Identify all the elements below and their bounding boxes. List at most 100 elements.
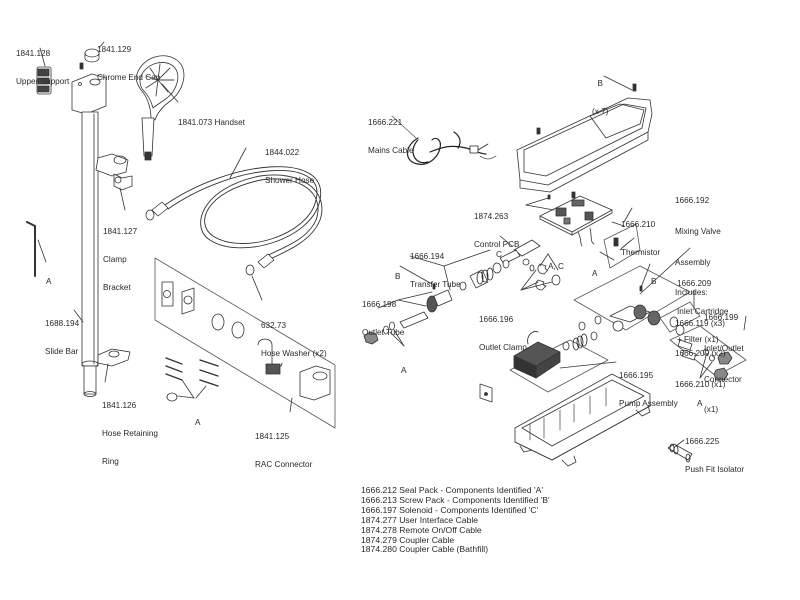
part-code: 1666.210 — [621, 219, 656, 229]
screw-b-part — [603, 75, 637, 92]
part-code: 1841.129 — [97, 44, 132, 54]
parts-legend: 1666.212 Seal Pack - Components Identifi… — [361, 485, 550, 555]
mounting-bracket-part — [479, 383, 493, 403]
part-code: 1666.195 — [619, 370, 654, 380]
part-name: Pump Assembly — [619, 399, 678, 409]
slide-bar-part — [71, 73, 107, 397]
label-inlet-outlet-connector: 1666.199 Inlet/Outlet Connector (x1) — [704, 313, 744, 415]
label-push-fit-isolator: 1666.225 Push Fit Isolator — [685, 418, 744, 484]
handset-part — [135, 55, 185, 161]
label-mixing-valve: 1666.192 Mixing Valve Assembly Includes:… — [675, 196, 726, 390]
legend-item: 1874.278 Remote On/Off Cable — [361, 524, 482, 535]
part-code: 1841.127 — [103, 226, 138, 236]
part-code: 1666.199 — [704, 313, 739, 323]
part-name: Slide Bar — [45, 347, 79, 357]
part-name-2: Ring — [102, 457, 119, 467]
part-code: 1874.263 — [474, 211, 509, 221]
label-outlet-b: B — [395, 271, 401, 281]
part-name: Push Fit Isolator — [685, 465, 745, 475]
part-name: Clamp — [103, 255, 127, 265]
label-slide-bar: 1688.194 Slide Bar — [45, 300, 79, 366]
push-fit-isolator-part — [667, 439, 693, 463]
part-name: Mains Cable — [368, 146, 414, 156]
part-name-2: Bracket — [103, 283, 131, 293]
label-screws-b: B (x 7) — [592, 78, 609, 117]
part-code: 1841.128 — [16, 48, 51, 58]
part-code: 1666.196 — [479, 314, 514, 324]
upper-support-part — [36, 47, 52, 95]
shower-hose-part — [145, 147, 323, 301]
part-name: Outlet Clamp — [479, 343, 527, 353]
part-name: Inlet Cartridge — [677, 307, 729, 317]
legend-item: 1666.213 Screw Pack - Components Identif… — [361, 494, 550, 505]
part-code: 1666.225 — [685, 436, 720, 446]
label-outlet-a: A — [401, 365, 407, 375]
part-name: Control PCB — [474, 240, 520, 250]
rac-connector-part — [154, 257, 336, 429]
transfer-tube-part — [409, 249, 502, 291]
label-outlet-clamp: 1666.196 Outlet Clamp — [479, 296, 527, 362]
part-name: RAC Connector — [255, 460, 313, 470]
label-seal-a-left: A — [195, 417, 201, 427]
label-shower-hose: 1844.022 Shower Hose — [265, 129, 314, 195]
seal-ring-part — [166, 379, 207, 402]
legend-item: 1874.280 Coupler Cable (Bathfill) — [361, 544, 489, 555]
label-thermistor: 1666.210 Thermistor — [621, 201, 660, 267]
label-pcb-a: A — [592, 268, 598, 278]
part-code: 1841.126 — [102, 400, 137, 410]
part-code: 1666.209 — [677, 278, 712, 288]
part-code: 1666.198 — [362, 299, 397, 309]
label-outlet-tube: 1666.198 Outlet Tube — [362, 281, 404, 347]
clamp-bracket-part — [95, 153, 133, 211]
part-name-2: + Filter (x1) — [677, 335, 719, 345]
label-rac-connector: 1841.125 RAC Connector — [255, 413, 312, 479]
part-name: Thermistor — [621, 248, 661, 258]
mains-cable-part — [391, 115, 497, 165]
label-inlet-a: A — [697, 398, 703, 408]
part-code: 1841.125 — [255, 431, 290, 441]
part-code-name: 1841.073 Handset — [178, 117, 245, 127]
mixing-valve-part — [573, 247, 691, 332]
label-upper-support: 1841.128 Upper Support — [16, 30, 69, 96]
part-name: Shower Hose — [265, 176, 315, 186]
allen-key-part — [26, 221, 47, 277]
legend-item: 1874.277 User Interface Cable — [361, 514, 479, 525]
part-code: 1844.022 — [265, 147, 300, 157]
outlet-clamp-part — [520, 253, 561, 291]
part-code: 1666.221 — [368, 117, 403, 127]
part-name: Hose Retaining — [102, 429, 158, 439]
inlet-outlet-connector-part — [669, 315, 747, 381]
hose-retaining-ring-part — [97, 348, 131, 383]
label-solenoid-c: C — [496, 249, 502, 259]
pump-assembly-part — [509, 331, 617, 393]
label-control-pcb: 1874.263 Control PCB — [474, 193, 520, 259]
part-code: 632.73 — [261, 320, 287, 330]
label-mains-cable: 1666.221 Mains Cable — [368, 99, 414, 165]
part-code: 1666.194 — [410, 251, 445, 261]
base-housing-part — [514, 373, 651, 467]
solenoid-part — [499, 235, 541, 269]
label-hose-washer: 632.73 Hose Washer (x2) — [261, 302, 327, 368]
chrome-end-cap-part — [79, 41, 105, 70]
label-chrome-end-cap: 1841.129 Chrome End Cap — [97, 26, 160, 92]
label-inlet-cartridge: 1666.209 Inlet Cartridge + Filter (x1) — [677, 260, 728, 354]
part-name: Outlet Tube — [362, 328, 405, 338]
legend-item: 1666.197 Solenoid - Components Identifie… — [361, 504, 539, 515]
part-name: Hose Washer (x2) — [261, 349, 327, 359]
part-code: 1688.194 — [45, 318, 80, 328]
part-name: Transfer Tube — [410, 280, 461, 290]
label-hose-retaining-ring: 1841.126 Hose Retaining Ring — [102, 382, 158, 476]
label-valve-b: B — [651, 276, 657, 286]
label-handset: 1841.073 Handset — [178, 99, 245, 137]
cover-part — [516, 97, 653, 199]
part-name: Chrome End Cap — [97, 73, 161, 83]
legend-item: 1874.279 Coupler Cable — [361, 534, 455, 545]
part-code: 1666.192 — [675, 196, 710, 206]
thermistor-part — [599, 207, 641, 269]
inlet-cartridge-part — [659, 289, 701, 336]
outlet-tube-part — [363, 265, 453, 347]
label-clamp-bracket: 1841.127 Clamp Bracket — [103, 208, 137, 302]
label-transfer-tube: 1666.194 Transfer Tube — [410, 233, 461, 299]
